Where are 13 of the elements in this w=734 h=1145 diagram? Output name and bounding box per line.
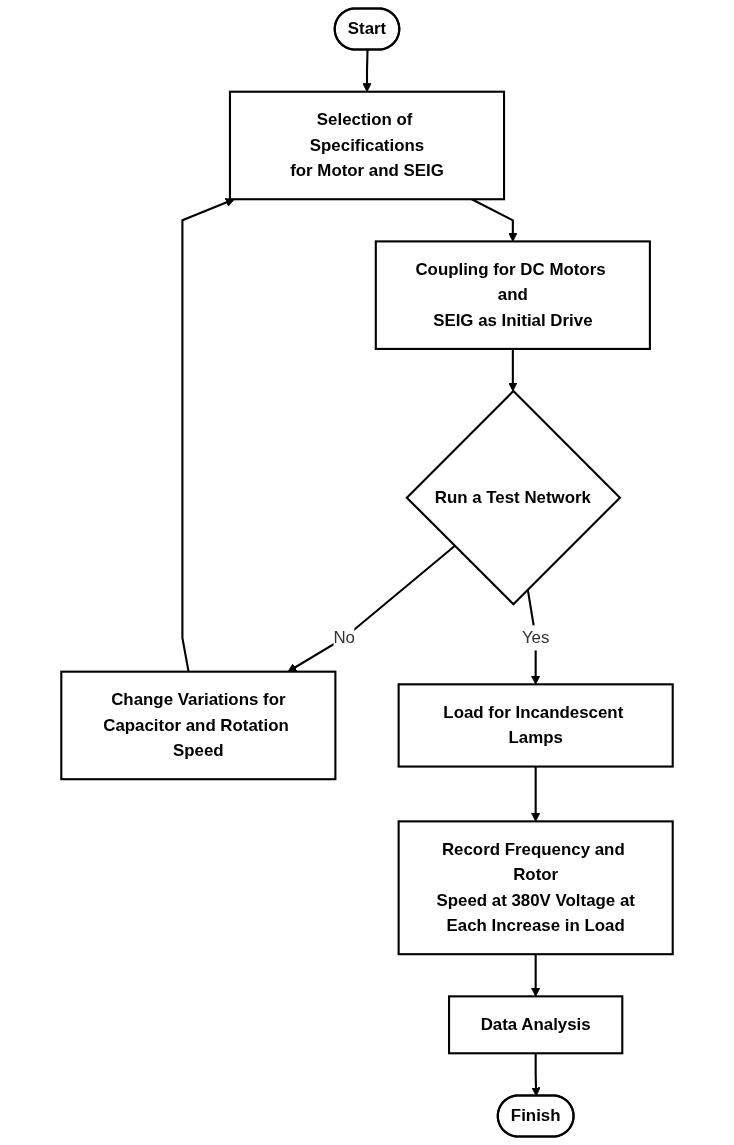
- arrow: [531, 766, 541, 822]
- arrow: [181, 198, 235, 672]
- node-box: Load for Incandescent Lamps: [397, 683, 674, 768]
- edge-label: Yes: [521, 628, 550, 647]
- node-box: Record Frequency and Rotor Speed at 380V Voltage at Each Increase in Load: [397, 820, 674, 956]
- node-box: Coupling for DC Motors and SEIG as Initial Drive: [374, 240, 651, 350]
- arrow: [531, 954, 541, 997]
- node-diamond: Run a Test Network: [405, 389, 622, 606]
- node-box: Data Analysis: [448, 995, 624, 1055]
- edge-label: No: [333, 628, 355, 647]
- node-box: Change Variations for Capacitor and Rotation Speed: [60, 670, 337, 781]
- arrow: [508, 348, 518, 392]
- node-box: Selection of Specifications for Motor and SEIG: [228, 90, 506, 201]
